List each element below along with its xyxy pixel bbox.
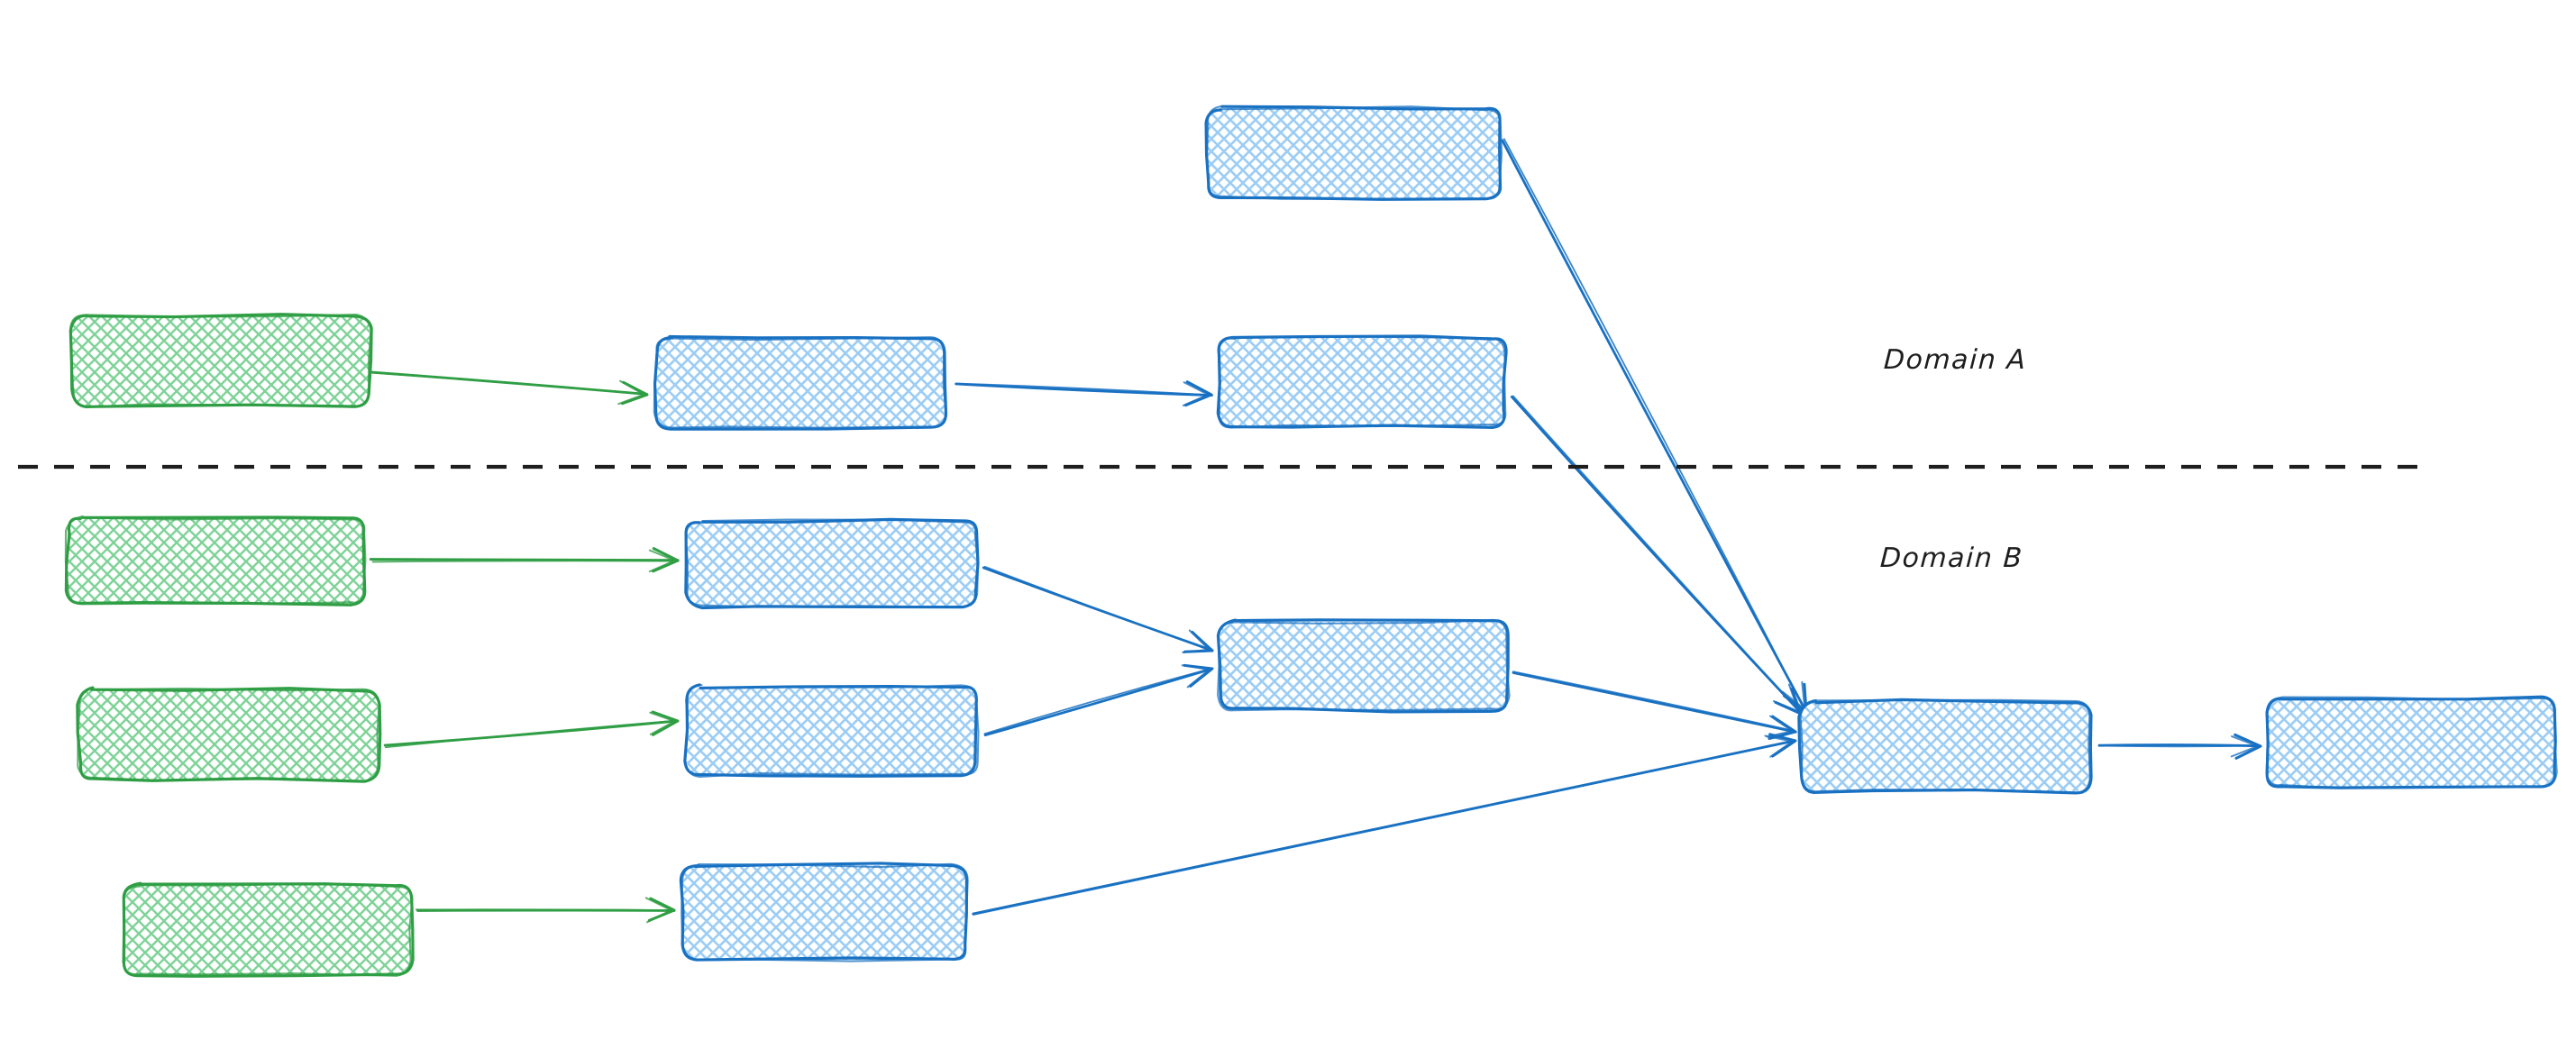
edge-arrowhead xyxy=(1764,734,1794,758)
node-b6[interactable] xyxy=(1216,618,1511,714)
node-g4[interactable] xyxy=(122,881,415,978)
domain-b-label: Domain B xyxy=(1879,543,2024,574)
edges-layer xyxy=(369,138,2262,924)
edge-line xyxy=(1501,139,1808,714)
edge-line xyxy=(1512,395,1803,715)
node-fill xyxy=(124,885,411,975)
node-fill xyxy=(1219,338,1505,426)
edge-arrowhead xyxy=(2233,733,2262,760)
edge-line xyxy=(983,667,1213,737)
edge-arrowhead xyxy=(648,549,676,573)
edge-b4-to-b6[interactable] xyxy=(983,663,1214,737)
node-g2[interactable] xyxy=(64,515,367,607)
edge-b6-to-b7[interactable] xyxy=(1512,670,1797,740)
edge-arrowhead xyxy=(1181,664,1210,689)
edge-b2-to-b7[interactable] xyxy=(1510,395,1803,716)
edge-b5-to-b7[interactable] xyxy=(972,733,1797,916)
edge-arrowhead xyxy=(1184,380,1213,407)
node-outline xyxy=(1218,335,1507,429)
node-outline xyxy=(69,314,372,409)
node-outline xyxy=(77,687,380,782)
edge-line xyxy=(415,908,676,912)
edge-b1-to-b2[interactable] xyxy=(955,380,1213,407)
node-fill xyxy=(79,689,379,780)
edge-line xyxy=(370,371,648,396)
node-fill xyxy=(682,865,966,960)
edge-line xyxy=(955,382,1213,397)
node-fill xyxy=(1801,701,2089,791)
edge-line xyxy=(369,558,680,562)
node-fill xyxy=(72,315,370,406)
node-outline xyxy=(2265,696,2558,789)
edge-arrowhead xyxy=(1182,629,1210,654)
node-outline xyxy=(653,336,947,429)
domain-a-label: Domain A xyxy=(1883,344,2028,376)
edge-line xyxy=(1512,670,1796,733)
node-b8[interactable] xyxy=(2265,695,2558,789)
node-outline xyxy=(122,882,414,977)
edge-line xyxy=(1503,138,1807,713)
node-b7[interactable] xyxy=(1797,698,2093,795)
node-outline xyxy=(1217,618,1511,712)
edge-line xyxy=(384,719,679,749)
edge-arrowhead xyxy=(1182,381,1210,406)
node-g1[interactable] xyxy=(69,313,373,409)
node-b2[interactable] xyxy=(1216,334,1508,429)
node-fill xyxy=(687,521,977,607)
edge-b7-to-b8[interactable] xyxy=(2097,733,2262,760)
node-outline xyxy=(681,862,969,962)
nodes-layer xyxy=(64,105,2558,978)
edge-b3-to-b6[interactable] xyxy=(982,565,1214,654)
node-b3[interactable] xyxy=(684,517,980,610)
node-fill xyxy=(656,338,945,428)
edge-line xyxy=(983,667,1213,735)
edge-line xyxy=(983,565,1214,652)
node-fill xyxy=(687,687,977,775)
edge-g4-to-b5[interactable] xyxy=(415,897,676,924)
node-fill xyxy=(2267,698,2555,787)
node-b4[interactable] xyxy=(683,683,980,779)
edge-g3-to-b4[interactable] xyxy=(383,710,680,749)
edge-arrowhead xyxy=(617,379,645,406)
edge-line xyxy=(2098,744,2261,748)
edge-arrowhead xyxy=(649,711,676,735)
node-fill xyxy=(1219,622,1508,710)
edge-line xyxy=(1512,671,1797,734)
edge-arrowhead xyxy=(652,547,680,573)
node-fill xyxy=(68,518,365,604)
node-b1[interactable] xyxy=(653,334,948,431)
edge-b0-to-b7[interactable] xyxy=(1501,138,1808,714)
node-fill xyxy=(1208,108,1501,198)
edge-g1-to-b1[interactable] xyxy=(369,370,649,406)
edge-g2-to-b3[interactable] xyxy=(369,547,680,573)
node-outline xyxy=(1206,105,1503,200)
edge-arrowhead xyxy=(1768,733,1797,758)
node-outline xyxy=(684,684,980,779)
node-outline xyxy=(684,518,980,608)
edge-arrowhead xyxy=(1772,683,1800,713)
edge-line xyxy=(955,382,1213,397)
edge-line xyxy=(972,740,1797,916)
node-b0[interactable] xyxy=(1204,105,1503,201)
edge-arrowhead xyxy=(2230,735,2259,758)
edge-arrowhead xyxy=(644,897,672,924)
node-outline xyxy=(64,515,367,606)
edge-arrowhead xyxy=(651,710,680,736)
node-outline xyxy=(1799,698,2091,794)
node-b5[interactable] xyxy=(679,862,969,962)
node-g3[interactable] xyxy=(76,686,382,783)
